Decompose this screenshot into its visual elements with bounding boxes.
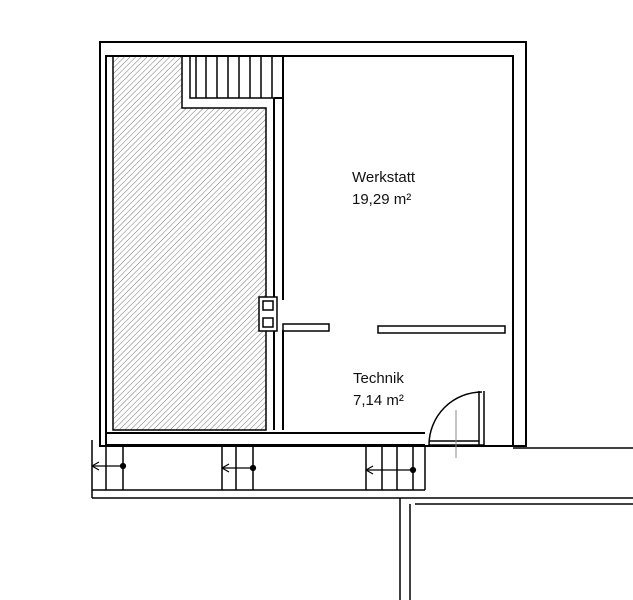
room-name-technik: Technik: [353, 370, 404, 387]
room-area-technik: 7,14 m²: [353, 392, 404, 409]
stairs: [189, 56, 274, 99]
room-area-werkstatt: 19,29 m²: [352, 191, 411, 208]
room-label-technik: Technik 7,14 m²: [353, 370, 404, 409]
lower-structures: [91, 440, 633, 600]
room-label-werkstatt: Werkstatt 19,29 m²: [352, 169, 416, 208]
chimney-symbol: [258, 296, 278, 332]
hatched-area: [112, 55, 267, 431]
room-partition: [282, 323, 506, 334]
exterior-walls: [99, 41, 527, 447]
interior-wall: [273, 56, 284, 430]
stair-direction-arrows: [91, 461, 417, 475]
door-swing: [428, 391, 485, 458]
room-name-werkstatt: Werkstatt: [352, 169, 416, 186]
